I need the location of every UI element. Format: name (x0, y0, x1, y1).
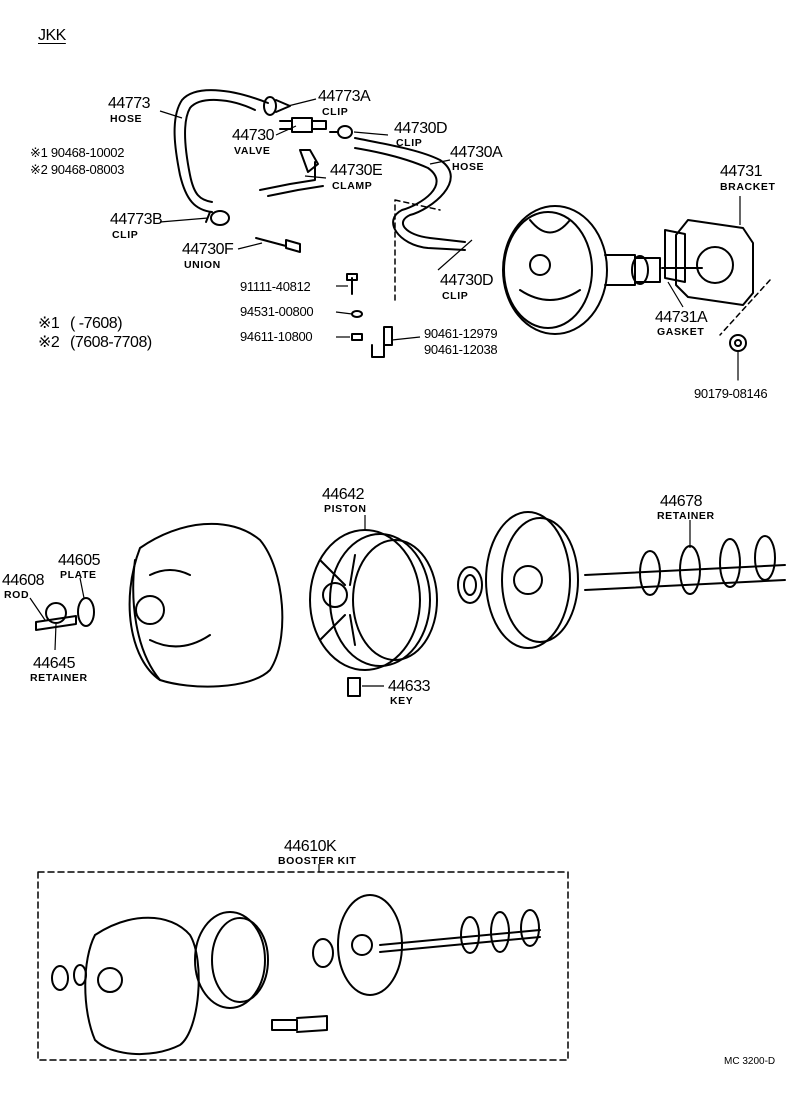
part-number-44605: 44605 (58, 552, 101, 569)
nut-90179 (729, 334, 747, 352)
part-number-44730F: 44730F (182, 241, 234, 258)
part-name-retainer-44678: RETAINER (657, 510, 715, 522)
fastener-90461-12979: 90461-12979 (424, 326, 498, 341)
part-number-44731: 44731 (720, 163, 763, 180)
kit-front-shell (84, 916, 200, 1056)
part-name-gasket: GASKET (657, 326, 705, 338)
bracket-90461 (371, 326, 393, 358)
kit-rod (51, 964, 87, 991)
kit-seal (312, 938, 334, 968)
front-shell (128, 522, 284, 688)
part-name-plate: PLATE (60, 569, 97, 581)
diagram-code: JKK (38, 27, 66, 44)
gasket-44731A (661, 229, 703, 283)
part-name-rod: ROD (4, 589, 30, 601)
fastener-91111-40812: 91111-40812 (240, 279, 311, 294)
part-number-44773B: 44773B (110, 211, 163, 228)
kit-retainer (379, 909, 541, 954)
retainer-44645 (45, 602, 67, 624)
part-number-44773: 44773 (108, 95, 151, 112)
part-number-44730E: 44730E (330, 162, 383, 179)
rear-shell (485, 511, 579, 649)
drawing-code: MC 3200-D (724, 1056, 776, 1067)
hose-44773 (173, 89, 269, 213)
booster-assembly (502, 205, 661, 335)
part-number-44610K: 44610K (284, 838, 337, 855)
part-name-retainer-44645: RETAINER (30, 672, 88, 684)
union-44730F (255, 237, 301, 253)
part-name-booster-kit: BOOSTER KIT (278, 855, 357, 867)
part-name-clip-b: CLIP (112, 229, 139, 241)
part-name-clip: CLIP (322, 106, 349, 118)
key-44633 (347, 677, 361, 697)
part-number-44678: 44678 (660, 493, 703, 510)
part-name-clamp: CLAMP (332, 180, 373, 192)
fastener-90179-08146: 90179-08146 (694, 386, 768, 401)
fastener-90461-12038: 90461-12038 (424, 342, 498, 357)
seal-ring (457, 566, 483, 604)
plate-44605 (77, 597, 95, 627)
part-number-44608: 44608 (2, 572, 45, 589)
part-name-key: KEY (390, 695, 414, 707)
note-mark-2: ※2 (38, 334, 60, 351)
part-number-44642: 44642 (322, 486, 365, 503)
fastener-94531-00800: 94531-00800 (240, 304, 314, 319)
part-name-clip-top: CLIP (396, 137, 423, 149)
part-number-44730D-mid: 44730D (440, 272, 494, 289)
part-name-hose-a: HOSE (452, 161, 485, 173)
part-number-44645: 44645 (33, 655, 76, 672)
part-number-44730D-top: 44730D (394, 120, 448, 137)
part-number-44731A: 44731A (655, 309, 708, 326)
clip-44773A (263, 96, 291, 116)
fastener-94611-10800: 94611-10800 (240, 329, 313, 344)
clip-44773B (205, 210, 230, 226)
booster-kit-frame (37, 871, 569, 1061)
note-text-2: (7608-7708) (70, 334, 152, 351)
part-name-clip-mid: CLIP (442, 290, 469, 302)
washer-94531 (351, 310, 363, 318)
part-number-44633: 44633 (388, 678, 431, 695)
kit-rear-shell (337, 894, 403, 996)
part-number-44730: 44730 (232, 127, 275, 144)
part-name-hose: HOSE (110, 113, 143, 125)
retainer-44678 (584, 535, 786, 596)
fastener-90468-08003: ※2 90468-08003 (30, 162, 125, 177)
part-name-bracket: BRACKET (720, 181, 776, 193)
part-number-44773A: 44773A (318, 88, 371, 105)
part-name-valve: VALVE (234, 145, 271, 157)
rod-44608 (35, 615, 77, 631)
fastener-90468-10002: ※1 90468-10002 (30, 145, 125, 160)
part-name-piston: PISTON (324, 503, 367, 515)
note-mark-1: ※1 (38, 315, 60, 332)
part-name-union: UNION (184, 259, 221, 271)
kit-valve (271, 1015, 328, 1033)
note-text-1: ( -7608) (70, 315, 123, 332)
nut-94611 (351, 333, 363, 341)
clip-44730D (329, 125, 353, 139)
hose-44730A (354, 137, 466, 251)
part-number-44730A: 44730A (450, 144, 503, 161)
bolt-91111 (346, 273, 358, 295)
clamp-44730E (259, 149, 324, 197)
kit-piston (194, 911, 269, 1009)
bracket-44731 (675, 219, 754, 306)
piston-44642 (309, 529, 438, 671)
